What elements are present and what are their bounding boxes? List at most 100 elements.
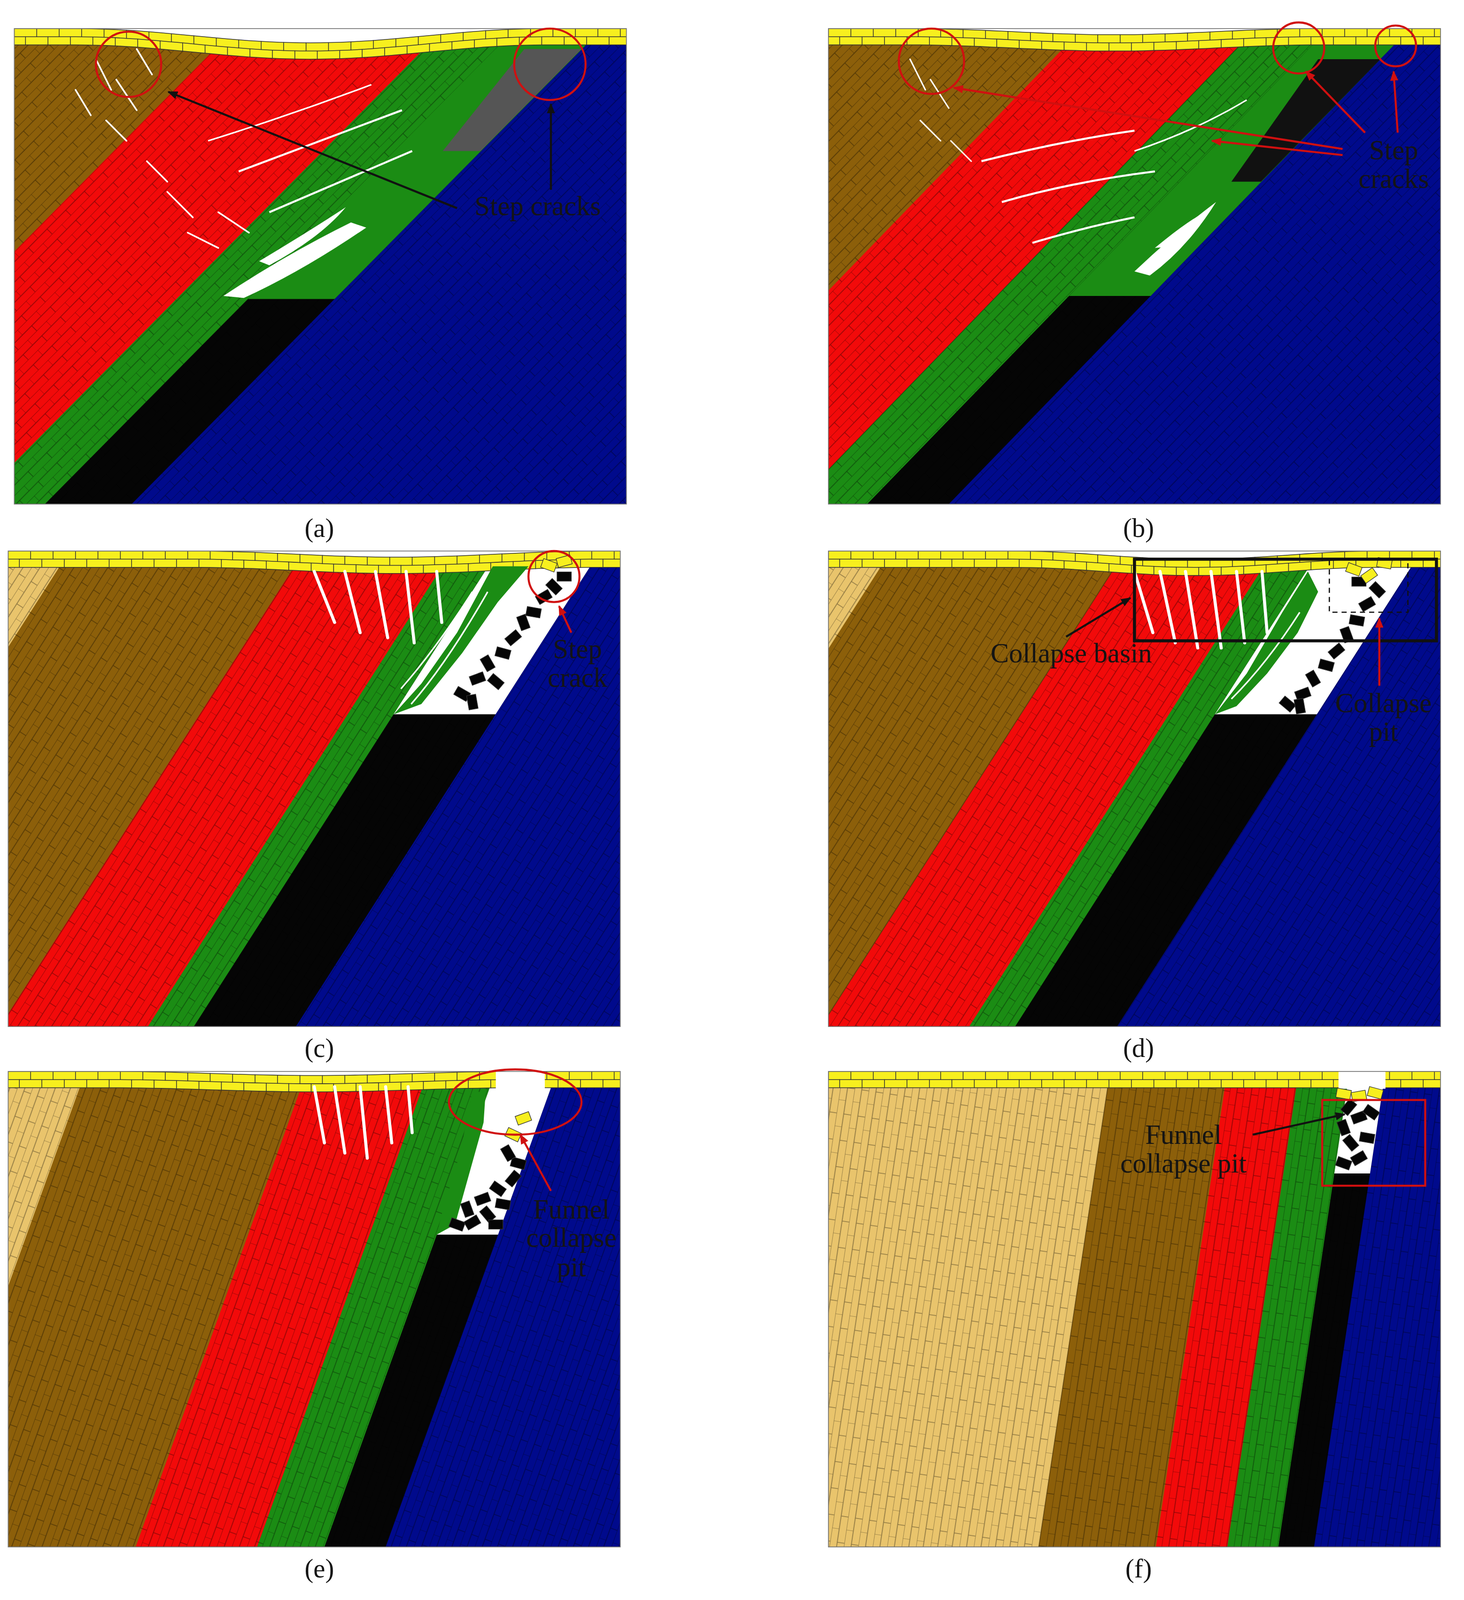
debris-block (1318, 658, 1335, 672)
block-joint (1209, 31, 1211, 40)
block-joint (1231, 30, 1233, 39)
block-joint (1310, 561, 1312, 570)
debris-block (1335, 1156, 1352, 1170)
block-joint (929, 36, 930, 45)
crack (1032, 217, 1135, 243)
crack (385, 1086, 392, 1143)
block-joint (344, 1075, 346, 1084)
block-joint (265, 560, 267, 569)
debris-block (448, 1217, 465, 1232)
highlight-circle (449, 1068, 582, 1135)
rock-region (828, 1071, 1441, 1547)
block-joint (142, 1071, 144, 1080)
callout-text: Funnel collapse pit (1107, 1120, 1261, 1178)
sagged-stratum (1215, 571, 1318, 714)
debris-block (557, 572, 572, 582)
block-joint (1052, 551, 1054, 560)
block-joint (873, 1071, 875, 1080)
goaf (1068, 28, 1415, 296)
block-joint (131, 558, 132, 567)
block-joint (227, 46, 229, 55)
simulation-panel (367, 18, 1464, 515)
block-joint (322, 1075, 324, 1084)
block-joint (1164, 33, 1166, 42)
crack (920, 120, 941, 141)
block-joint (108, 558, 110, 567)
block-joint (423, 1081, 425, 1090)
block-joint (243, 1082, 245, 1091)
block-joint (507, 29, 509, 38)
block-joint (288, 561, 290, 570)
block-joint (996, 38, 998, 47)
panel-content (828, 1071, 1441, 1547)
debris-block (1293, 697, 1306, 714)
callout-text: Collapse basin (990, 638, 1153, 668)
debris-block (525, 606, 542, 619)
debris-block (1345, 562, 1363, 577)
panel-label: (e) (304, 1554, 335, 1583)
block-grid (828, 1071, 1441, 1547)
block-joint (372, 40, 374, 49)
block-joint (1299, 28, 1301, 37)
block-joint (479, 1071, 481, 1080)
block-joint (951, 1079, 953, 1088)
block-joint (1075, 1071, 1077, 1080)
rock-region (7, 550, 620, 1027)
block-joint (839, 1079, 841, 1088)
block-joint (828, 45, 1441, 52)
highlight-circle (1375, 25, 1417, 67)
block-joint (7, 558, 620, 566)
block-joint (378, 565, 380, 574)
broken-zone (442, 48, 582, 151)
highlight-circle (95, 31, 162, 97)
block-joint (1030, 32, 1031, 41)
block-joint (473, 39, 475, 48)
block-joint (850, 1071, 852, 1080)
debris-block (1362, 1104, 1380, 1120)
block-joint (384, 47, 386, 56)
leader-arrow (1305, 71, 1365, 133)
block-joint (1198, 1079, 1200, 1088)
block-joint (19, 558, 21, 567)
block-joint (333, 564, 335, 573)
block-joint (254, 1074, 256, 1083)
block-joint (985, 30, 987, 39)
cavity (259, 207, 347, 266)
block-joint (1063, 41, 1065, 50)
block-joint (557, 1079, 559, 1088)
block-joint (563, 36, 565, 45)
block-joint (906, 1079, 908, 1088)
block-joint (30, 550, 31, 559)
block-joint (1265, 37, 1267, 46)
goaf (1334, 1071, 1387, 1174)
block-joint (462, 32, 464, 41)
crack (436, 571, 442, 623)
block-joint (52, 1071, 54, 1080)
leader-arrow (1378, 618, 1381, 686)
block-joint (1277, 1071, 1279, 1080)
block-joint (850, 550, 852, 559)
block-joint (75, 1071, 77, 1080)
block-joint (1176, 566, 1178, 575)
block-joint (1007, 1071, 1009, 1080)
block-joint (423, 565, 425, 574)
block-joint (445, 564, 447, 573)
simulation-panel (828, 1061, 1464, 1557)
block-joint (52, 550, 54, 559)
block-joint (1288, 563, 1290, 572)
block-joint (103, 29, 105, 38)
block-joint (1209, 1071, 1211, 1080)
sagged-stratum (393, 566, 529, 715)
block-joint (524, 552, 526, 561)
block-joint (940, 550, 942, 559)
block-joint (1321, 1071, 1323, 1080)
block-joint (283, 42, 285, 51)
block-joint (1332, 1079, 1334, 1088)
block-joint (861, 36, 863, 45)
block-joint (1041, 41, 1043, 50)
block-joint (1198, 567, 1200, 576)
block-joint (467, 563, 469, 572)
block-joint (895, 1071, 897, 1080)
crack (1001, 171, 1155, 202)
